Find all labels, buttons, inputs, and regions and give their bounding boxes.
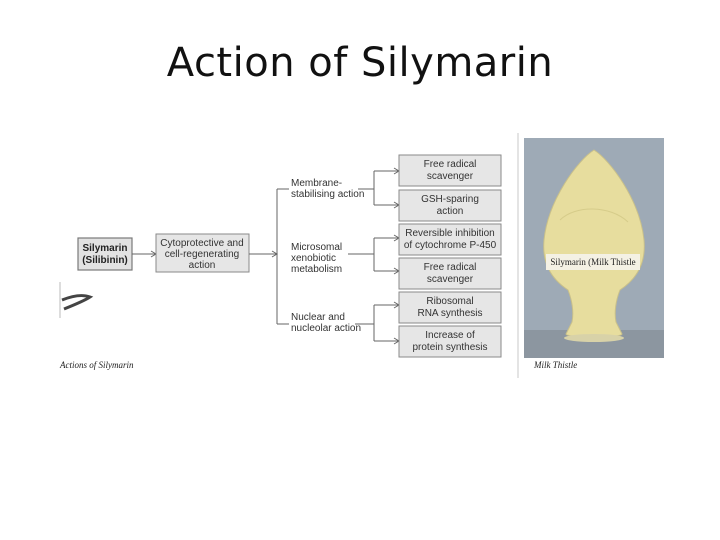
branch-2-line-2: xenobiotic	[291, 253, 336, 264]
effect-text: Ribosomal	[426, 296, 473, 307]
photo-caption: Milk Thistle	[533, 360, 577, 370]
jar-base	[564, 334, 624, 342]
milk-thistle-photo: Silymarin (Milk Thistle	[524, 138, 664, 358]
effect-ribosomal-rna: Ribosomal RNA synthesis	[398, 291, 502, 324]
cytoprotective-box: Cytoprotective and cell-regenerating act…	[155, 233, 250, 273]
effect-free-radical-scavenger-1: Free radical scavenger	[398, 154, 502, 187]
effect-text: of cytochrome P-450	[404, 240, 497, 251]
cytoprotective-line-3: action	[189, 260, 216, 271]
effect-text: Increase of	[425, 330, 475, 341]
effect-text: scavenger	[427, 171, 474, 182]
branch-3-line-1: Nuclear and	[291, 312, 345, 323]
effect-free-radical-scavenger-2: Free radical scavenger	[398, 257, 502, 290]
effect-gsh-sparing: GSH-sparing action	[398, 189, 502, 222]
powder-texture	[559, 208, 629, 223]
silymarin-box: Silymarin (Silibinin)	[77, 237, 133, 271]
effect-text: action	[437, 206, 464, 217]
effect-text: protein synthesis	[412, 342, 487, 353]
effect-protein-synthesis: Increase of protein synthesis	[398, 325, 502, 358]
diagram-caption: Actions of Silymarin	[59, 360, 134, 370]
silymarin-label-line-2: (Silibinin)	[82, 255, 128, 266]
effect-text: Free radical	[424, 262, 477, 273]
effect-text: scavenger	[427, 274, 474, 285]
decorative-stroke	[61, 294, 94, 311]
branch-2-line-1: Microsomal	[291, 242, 342, 253]
branch-3-line-2: nucleolar action	[291, 323, 361, 334]
branch-microsomal-label: Microsomal xenobiotic metabolism	[291, 242, 342, 275]
slide-title: Action of Silymarin	[166, 40, 554, 86]
branch-nuclear-label: Nuclear and nucleolar action	[291, 312, 361, 334]
cytoprotective-line-2: cell-regenerating	[165, 249, 240, 260]
effect-text: Reversible inhibition	[405, 228, 495, 239]
effect-cytochrome-inhibition: Reversible inhibition of cytochrome P-45…	[398, 223, 502, 256]
effect-text: RNA synthesis	[417, 308, 482, 319]
jar-label-background	[546, 254, 640, 270]
cytoprotective-line-1: Cytoprotective and	[160, 238, 243, 249]
branch-1-line-1: Membrane-	[291, 178, 342, 189]
silymarin-label-line-1: Silymarin	[82, 243, 127, 254]
effect-text: Free radical	[424, 159, 477, 170]
branch-1-line-2: stabilising action	[291, 189, 364, 200]
effect-text: GSH-sparing	[421, 194, 479, 205]
jar-label-text: Silymarin (Milk Thistle	[550, 257, 635, 267]
branch-membrane-label: Membrane- stabilising action	[291, 178, 364, 200]
branch-2-line-3: metabolism	[291, 264, 342, 275]
